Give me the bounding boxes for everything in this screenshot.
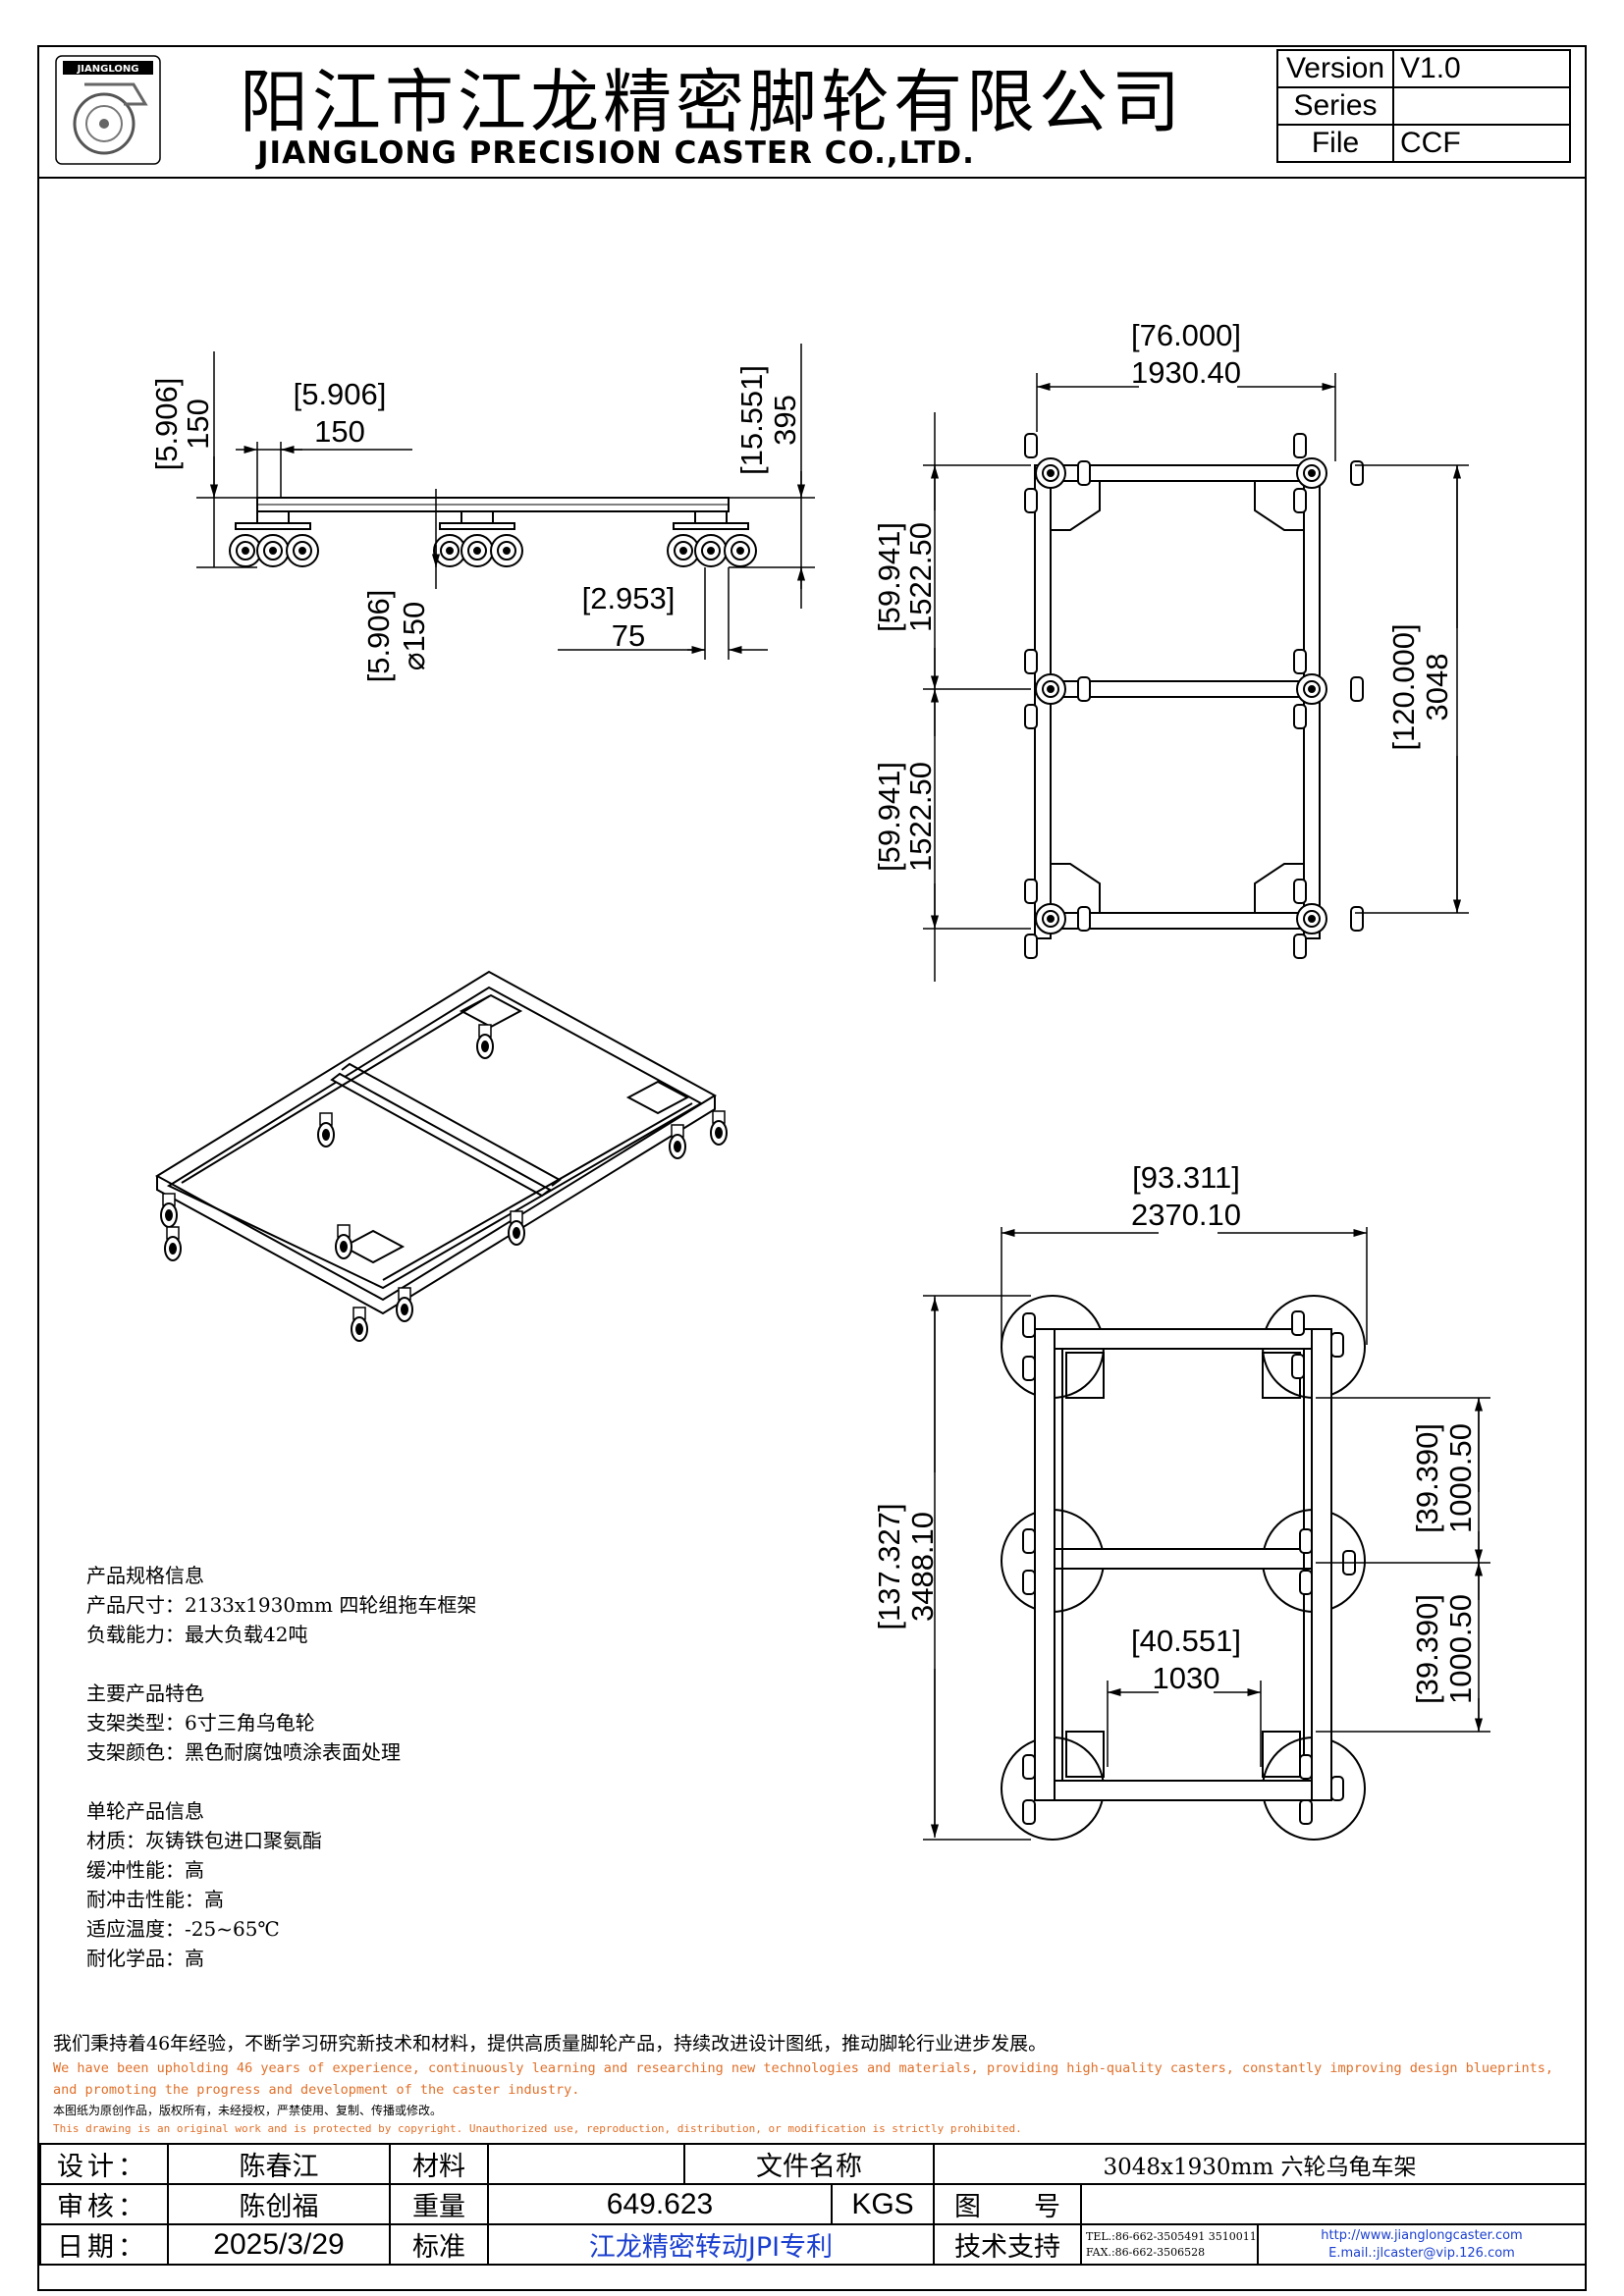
logo-text: JIANGLONG	[77, 64, 139, 75]
note-cn-copyright: 本图纸为原创作品，版权所有，未经授权，严禁使用、复制、传播或修改。	[53, 2104, 443, 2117]
material-label: 材料	[389, 2143, 489, 2185]
isometric-view	[155, 970, 728, 1342]
file-value: CCF	[1392, 124, 1571, 163]
bottom-view	[923, 1227, 1490, 1841]
drawing-no-label: 图 号	[933, 2183, 1082, 2225]
top-length-in: [120.000]	[1386, 623, 1421, 750]
company-name-en: JIANGLONG PRECISION CASTER CO.,LTD.	[257, 135, 975, 171]
bottom-inner-in: [40.551]	[1131, 1624, 1241, 1658]
website-link[interactable]: http://www.jianglongcaster.com	[1321, 2227, 1523, 2243]
bottom-seg2-in: [39.390]	[1410, 1594, 1444, 1704]
date-value: 2025/3/29	[167, 2223, 391, 2266]
top-seg2-mm: 1522.50	[903, 762, 938, 872]
notes-block: 我们秉持着46年经验，不断学习研究新技术和材料，提供高质量脚轮产品，持续改进设计…	[53, 2030, 1553, 2138]
spec-line: 支架类型：6寸三角乌龟轮	[86, 1711, 315, 1735]
design-value: 陈春江	[167, 2143, 391, 2185]
side-view	[196, 344, 815, 660]
bottom-width-in: [93.311]	[1132, 1160, 1240, 1195]
company-logo-icon: JIANGLONG	[55, 55, 161, 165]
spec-line: 耐化学品：高	[86, 1947, 204, 1970]
version-value: V1.0	[1392, 49, 1571, 88]
top-width-in: [76.000]	[1131, 318, 1241, 352]
tech-support-label: 技术支持	[933, 2223, 1082, 2266]
series-label: Series	[1276, 86, 1394, 126]
side-width-in: [5.906]	[294, 377, 387, 411]
spec-section-title: 产品规格信息	[86, 1564, 204, 1587]
weight-value: 649.623	[487, 2183, 833, 2225]
spec-line: 缓冲性能：高	[86, 1858, 204, 1882]
standard-value: 江龙精密转动JPI专利	[487, 2223, 935, 2266]
review-value: 陈创福	[167, 2183, 391, 2225]
bottom-seg1-in: [39.390]	[1410, 1423, 1444, 1533]
top-seg1-in: [59.941]	[872, 522, 906, 632]
offset-in: [2.953]	[582, 581, 676, 615]
spec-line: 产品尺寸：2133x1930mm 四轮组拖车框架	[86, 1593, 477, 1617]
spec-section-title: 主要产品特色	[86, 1682, 204, 1705]
version-label: Version	[1276, 49, 1394, 88]
series-value	[1392, 86, 1571, 126]
date-label: 日期：	[39, 2223, 169, 2266]
side-total-mm: 395	[768, 395, 802, 446]
wheel-diameter-mm: ⌀150	[397, 602, 431, 670]
top-seg2-in: [59.941]	[872, 762, 906, 872]
note-cn-mission: 我们秉持着46年经验，不断学习研究新技术和材料，提供高质量脚轮产品，持续改进设计…	[53, 2033, 1048, 2055]
spec-line: 耐冲击性能：高	[86, 1888, 224, 1911]
spec-line: 支架颜色：黑色耐腐蚀喷涂表面处理	[86, 1740, 401, 1764]
bottom-inner-mm: 1030	[1153, 1661, 1220, 1695]
tel-text: TEL.:86-662-3505491 3510011	[1086, 2229, 1257, 2243]
note-en-mission-2: and promoting the progress and developme…	[53, 2082, 580, 2098]
material-value	[487, 2143, 685, 2185]
offset-mm: 75	[612, 618, 645, 653]
bottom-seg2-mm: 1000.50	[1443, 1594, 1478, 1704]
side-total-in: [15.551]	[734, 365, 769, 475]
spec-line: 负载能力：最大负载42吨	[86, 1623, 308, 1646]
top-length-mm: 3048	[1420, 654, 1454, 721]
filename-label: 文件名称	[683, 2143, 935, 2185]
bottom-length-in: [137.327]	[872, 1503, 906, 1629]
wheel-diameter-in: [5.906]	[361, 590, 396, 683]
review-label: 审核：	[39, 2183, 169, 2225]
company-name-cn: 阳江市江龙精密脚轮有限公司	[240, 62, 1184, 142]
drawing-no-value	[1079, 2183, 1588, 2225]
drawing-border	[37, 45, 1587, 2291]
spec-line: 适应温度：-25~65℃	[86, 1917, 280, 1941]
note-en-mission-1: We have been upholding 46 years of exper…	[53, 2060, 1554, 2076]
side-height-in: [5.906]	[149, 378, 184, 471]
file-label: File	[1276, 124, 1394, 163]
filename-value: 3048x1930mm 六轮乌龟车架	[932, 2143, 1588, 2185]
bottom-seg1-mm: 1000.50	[1443, 1423, 1478, 1533]
top-seg1-mm: 1522.50	[903, 522, 938, 632]
weight-label: 重量	[389, 2183, 489, 2225]
side-height-mm: 150	[181, 399, 215, 450]
technical-drawing: [5.906] 150 [5.906] 150 [15.551] 395 [5.…	[149, 318, 1490, 1841]
design-label: 设计：	[39, 2143, 169, 2185]
email-link[interactable]: E.mail.:jlcaster@vip.126.com	[1328, 2245, 1515, 2261]
note-en-copyright: This drawing is an original work and is …	[53, 2122, 1022, 2135]
side-width-mm: 150	[314, 414, 365, 449]
weight-unit: KGS	[831, 2183, 935, 2225]
fax-text: FAX.:86-662-3506528	[1086, 2245, 1206, 2259]
spec-line: 材质：灰铸铁包进口聚氨酯	[86, 1829, 322, 1852]
title-block: 设计： 陈春江 材料 文件名称 3048x1930mm 六轮乌龟车架 审核： 陈…	[39, 2143, 1588, 2266]
bottom-length-mm: 3488.10	[905, 1512, 940, 1622]
bottom-width-mm: 2370.10	[1131, 1198, 1241, 1232]
product-specs: 产品规格信息 产品尺寸：2133x1930mm 四轮组拖车框架 负载能力：最大负…	[86, 1561, 476, 1973]
standard-label: 标准	[389, 2223, 489, 2266]
top-view	[923, 373, 1469, 982]
top-width-mm: 1930.40	[1131, 355, 1241, 390]
header-divider	[37, 177, 1587, 179]
spec-section-title: 单轮产品信息	[86, 1799, 204, 1823]
